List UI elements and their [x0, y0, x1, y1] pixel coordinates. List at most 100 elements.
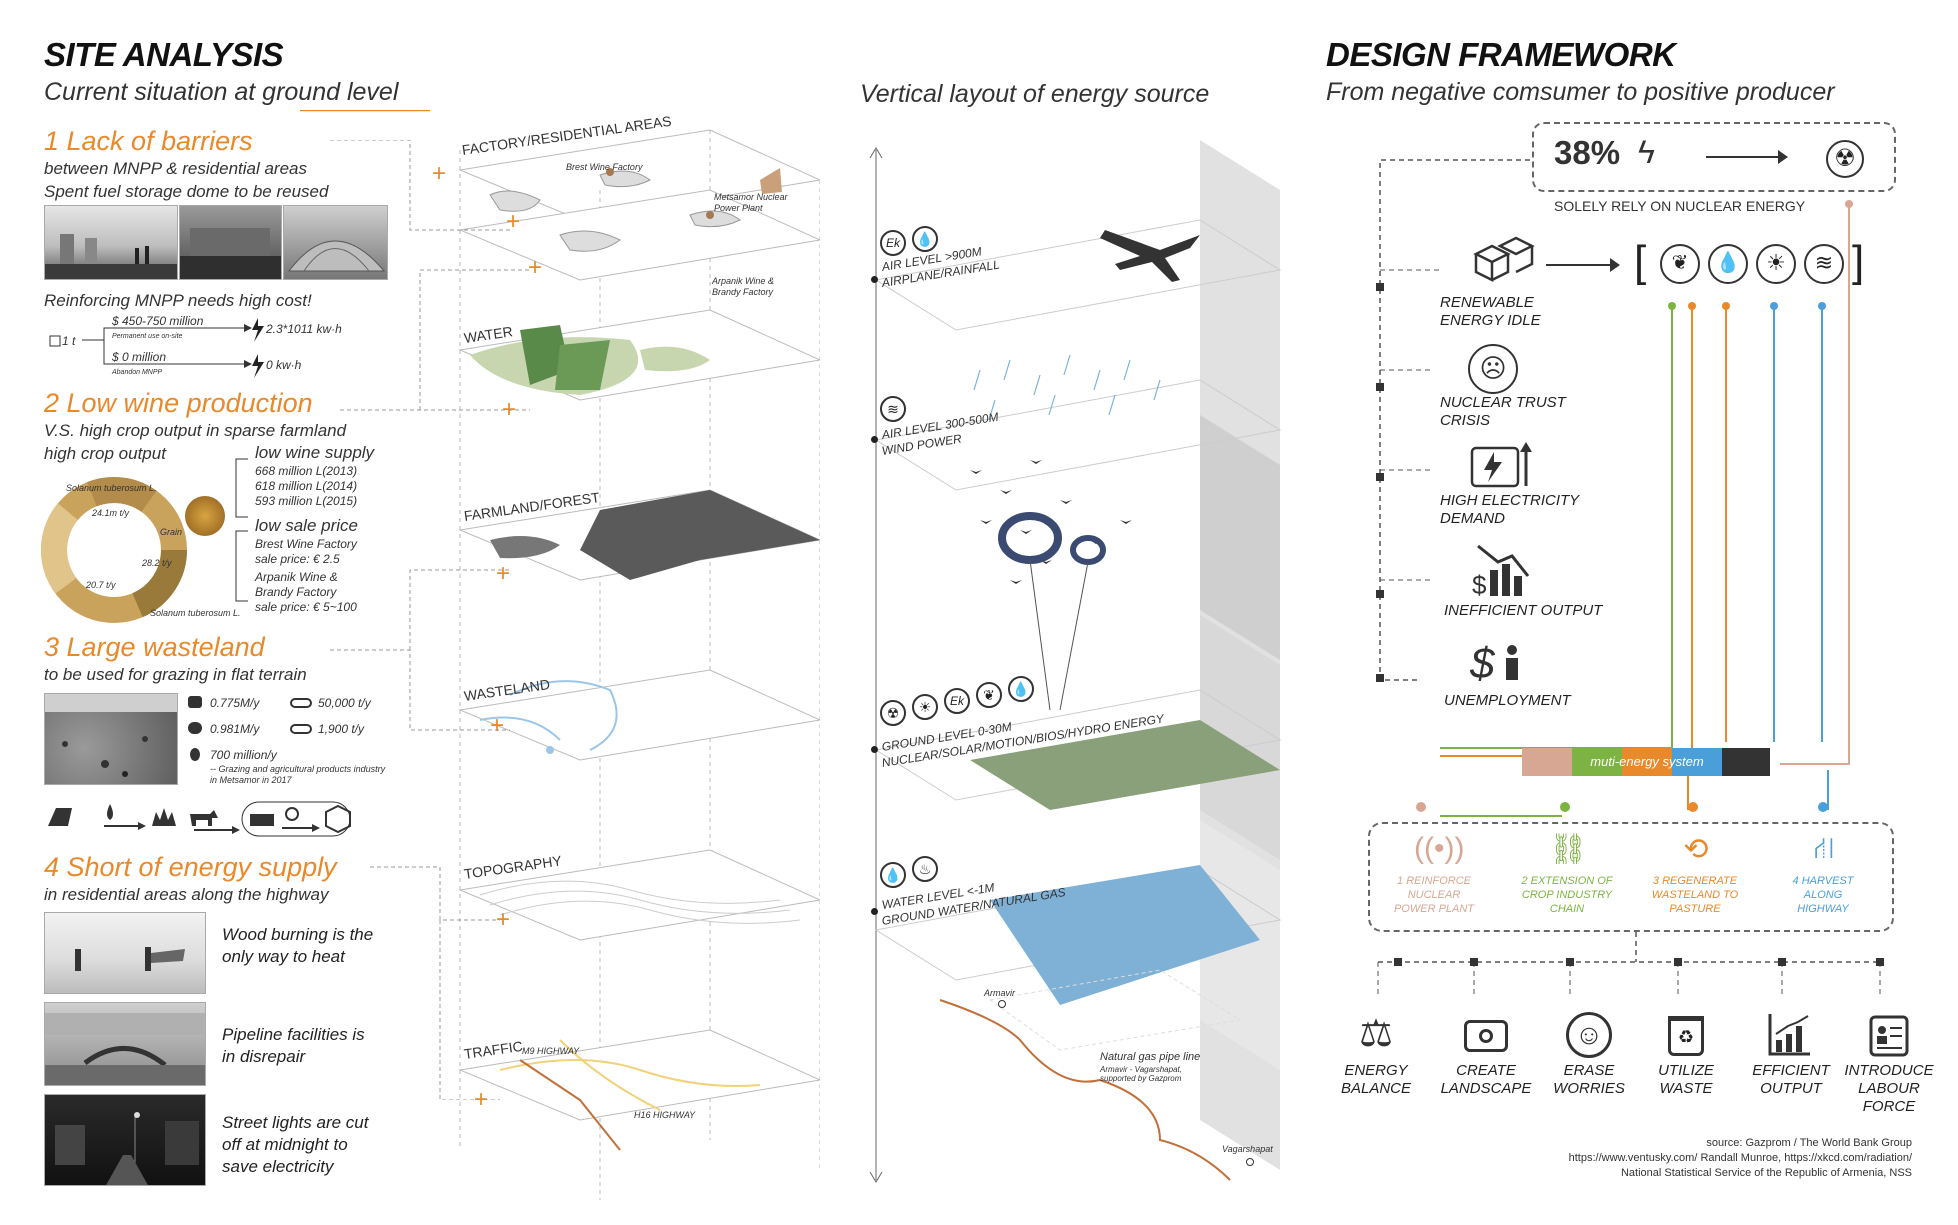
photo-mnpp-site — [179, 205, 282, 280]
design-framework-subtitle: From negative comsumer to positive produ… — [1326, 78, 1835, 106]
level-dot-1 — [871, 276, 878, 283]
cost-option-a-result: 2.3*1011 kw·h — [266, 322, 342, 336]
level-dot-4 — [871, 908, 878, 915]
multi-bar-crop — [1572, 748, 1622, 776]
caption-street-2: off at midnight to — [222, 1135, 348, 1154]
outcome-1-line2: BALANCE — [1340, 1080, 1412, 1097]
strategy-box — [1368, 822, 1894, 932]
multi-bar-nuclear — [1522, 748, 1572, 776]
section-3-heading: 3 Large wasteland — [44, 632, 265, 662]
cattle-icon — [188, 696, 202, 708]
multi-bar-wasteland — [1622, 748, 1672, 776]
nuclear-percent: 38% — [1554, 134, 1621, 171]
solar-sun-icon: ☀ — [1756, 244, 1796, 284]
armavir-pin-icon — [998, 1000, 1006, 1008]
source-line-3: National Statistical Service of the Repu… — [1620, 1167, 1912, 1179]
regenerate-icon: ⟲ — [1683, 833, 1709, 866]
section-2-heading: 2 Low wine production — [44, 388, 313, 418]
outcome-6-line3: FORCE — [1862, 1098, 1916, 1115]
photo-wood-burning — [44, 912, 206, 994]
renewable-arrowhead — [1610, 258, 1620, 272]
site-analysis-title: SITE ANALYSIS — [44, 36, 284, 73]
hydro-drop-icon-2: 💧 — [1708, 244, 1748, 284]
marker-plus-7: + — [496, 906, 511, 933]
marker-plus-3: + — [528, 254, 543, 281]
section-1-heading: 1 Lack of barriers — [44, 126, 253, 156]
photo-street-lights — [44, 1094, 206, 1186]
mark-m9-highway: M9 HIGHWAY — [522, 1046, 580, 1056]
svg-text:$: $ — [1472, 570, 1487, 600]
pipeline-label: Natural gas pipe line — [1100, 1051, 1201, 1063]
ring-label-3: Grain — [160, 527, 183, 537]
svg-text:$: $ — [1470, 639, 1496, 688]
energy-feed-lines — [1440, 200, 1853, 817]
reinforce-signal-icon: ((•)) — [1414, 832, 1465, 865]
sale-price-line4: Brandy Factory — [255, 585, 337, 599]
caption-street-3: save electricity — [222, 1157, 334, 1176]
outcome-4-line1: UTILIZE — [1658, 1062, 1714, 1079]
section-4-line1: in residential areas along the highway — [44, 885, 329, 904]
mark-arpanik-wine: Arpanik Wine & Brandy Factory — [712, 276, 774, 297]
ring-label-4: 28.2 t/y — [142, 558, 172, 568]
nuclear-icon: ☢ — [880, 700, 906, 726]
highway-road-icon: ⛙ — [1813, 832, 1835, 865]
cost-title: Reinforcing MNPP needs high cost! — [44, 291, 312, 310]
sale-price-line5: sale price: € 5~100 — [255, 600, 357, 614]
marker-plus-1: + — [432, 160, 447, 187]
balance-scale-icon: ⚖ — [1358, 1013, 1394, 1055]
multi-bar-highway — [1672, 748, 1722, 776]
design-framework-title: DESIGN FRAMEWORK — [1326, 36, 1676, 73]
meat-output: 50,000 t/y — [318, 696, 371, 710]
city-vagarshapat: Vagarshapat — [1222, 1144, 1273, 1154]
pork-icon — [290, 724, 312, 734]
outcome-5-line2: OUTPUT — [1760, 1080, 1822, 1097]
renewable-arrow — [1546, 264, 1612, 266]
caption-street-1: Street lights are cut — [222, 1113, 369, 1132]
pork-output: 1,900 t/y — [318, 722, 365, 736]
hydro-drop-icon: 💧 — [1008, 676, 1034, 702]
unemployment-icon: $ — [1470, 639, 1518, 688]
marker-plus-6: + — [490, 712, 505, 739]
ring-label-1: Solanum tuberosum L. — [66, 483, 157, 493]
smile-face-icon: ☺ — [1566, 1012, 1612, 1058]
outcome-2-line2: LANDSCAPE — [1440, 1080, 1532, 1097]
strategy-3-line2: WASTELAND TO — [1651, 889, 1739, 901]
caption-pipeline-1: Pipeline facilities is — [222, 1025, 365, 1044]
kinetic-energy-icon: Ek — [880, 230, 906, 256]
egg-output: 700 million/y — [210, 748, 277, 762]
wine-supply-2015: 593 million L(2015) — [255, 494, 358, 508]
outcome-4-line2: WASTE — [1659, 1080, 1713, 1097]
crop-output-ring — [41, 477, 187, 623]
outcome-6-line2: LABOUR — [1858, 1080, 1920, 1097]
section-2-line2: high crop output — [44, 444, 166, 463]
meat-icon — [290, 698, 312, 708]
pipeline-note-2: supported by Gazprom — [1100, 1074, 1182, 1083]
water-drop-icon: 💧 — [912, 226, 938, 252]
wine-supply-2014: 618 million L(2014) — [255, 479, 358, 493]
strategy-3-line1: 3 REGENERATE — [1652, 875, 1738, 887]
rely-label: SOLELY RELY ON NUCLEAR ENERGY — [1554, 198, 1806, 214]
issue-2-line1: NUCLEAR TRUST — [1440, 394, 1566, 411]
vagarshapat-pin-icon — [1246, 1158, 1254, 1166]
sale-price-line1: Brest Wine Factory — [255, 537, 357, 551]
strategy-1-line3: POWER PLANT — [1393, 903, 1475, 915]
photo-storage-dome — [283, 205, 388, 280]
strategy-2-line1: 2 EXTENSION OF — [1521, 875, 1613, 887]
issue-2-line2: CRISIS — [1440, 412, 1491, 429]
level-dot-2 — [871, 436, 878, 443]
ring-label-5: 20.7 t/y — [86, 580, 116, 590]
section-1-line2: Spent fuel storage dome to be reused — [44, 182, 329, 201]
wine-bracket-lines — [235, 458, 248, 602]
strategy-4-line1: 4 HARVEST — [1792, 875, 1854, 887]
motion-energy-icon: Ek — [944, 688, 970, 714]
bio-leaf-icon: ❦ — [976, 682, 1002, 708]
reliance-arrow — [1706, 156, 1782, 158]
strategy-2-line3: CHAIN — [1549, 903, 1585, 915]
outcome-3-line2: WORRIES — [1553, 1080, 1625, 1097]
vertical-layout-title: Vertical layout of energy source — [860, 80, 1210, 108]
grazing-note: -- Grazing and agricultural products ind… — [210, 764, 386, 785]
grazing-process-flow — [48, 801, 351, 837]
reliance-arrowhead — [1778, 150, 1788, 164]
outcome-connector-lines — [1377, 932, 1884, 996]
site-analysis-subtitle: Current situation at ground level — [44, 78, 399, 106]
